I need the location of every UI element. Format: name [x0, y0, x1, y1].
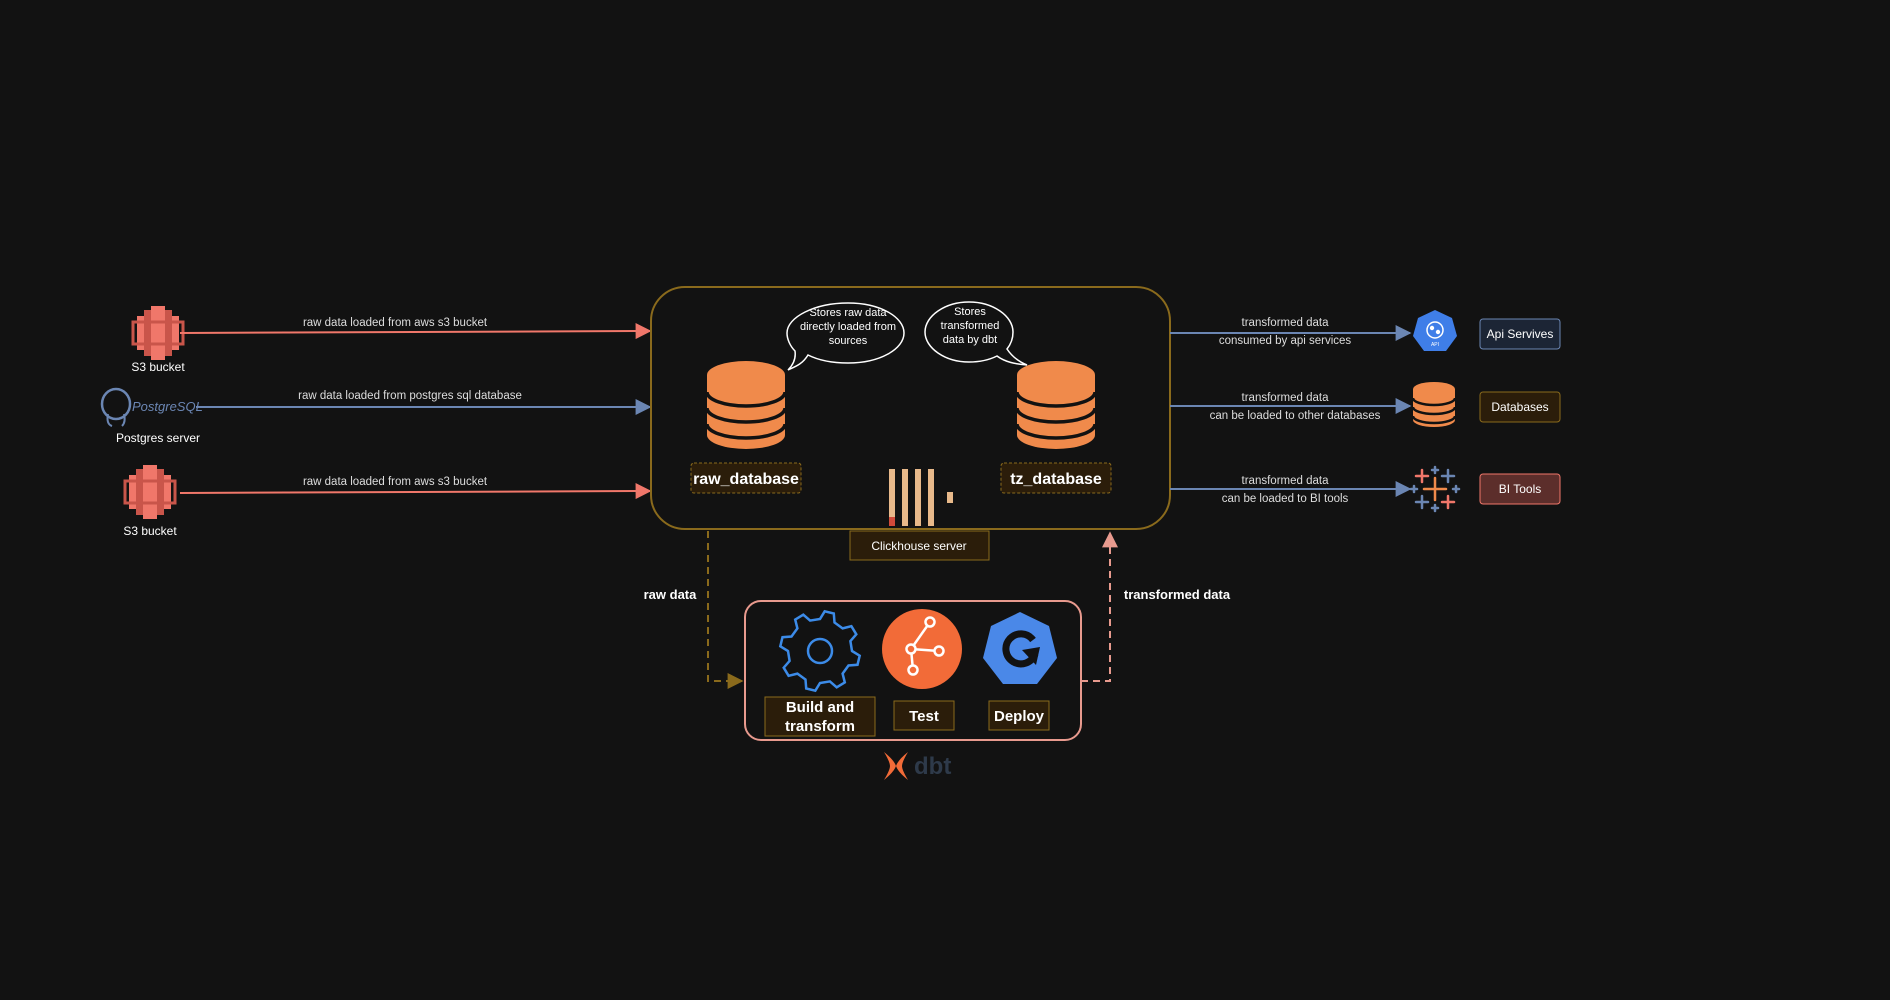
- api-services-box: [1479, 318, 1561, 350]
- clickhouse-logo-icon: [889, 469, 953, 526]
- build-transform-label-line1: Build and: [786, 699, 854, 716]
- postgres-logo-text: PostgreSQL: [132, 399, 203, 414]
- edge-raw-data-label: raw data: [644, 587, 698, 602]
- raw-database-label: raw_database: [693, 471, 799, 488]
- edge-bi-label-line2: can be loaded to BI tools: [1222, 493, 1349, 505]
- edge-postgres-label: raw data loaded from postgres sql databa…: [298, 390, 522, 402]
- raw-database-note-line1: Stores raw data: [809, 307, 887, 319]
- tz-database-note-line3: data by dbt: [943, 334, 997, 346]
- edge-api-label-line1: transformed data: [1242, 317, 1330, 329]
- test-box: [893, 700, 955, 731]
- api-icon-text: API: [1431, 342, 1439, 348]
- edge-s3-bottom-label: raw data loaded from aws s3 bucket: [303, 476, 488, 488]
- tableau-icon: [1409, 465, 1461, 513]
- dbt-logo-text: dbt: [914, 753, 951, 780]
- clickhouse-server-label: Clickhouse server: [871, 539, 966, 553]
- tz-database-note-line2: transformed: [941, 320, 1000, 332]
- raw-database-icon: [705, 361, 787, 449]
- postgres-elephant-icon: [100, 387, 132, 427]
- edge-transformed-data-label: transformed data: [1124, 587, 1231, 602]
- s3-bucket-top-icon: [131, 306, 185, 360]
- tz-database-label-box: [1000, 462, 1112, 494]
- build-gear-icon: [778, 609, 862, 693]
- deploy-label: Deploy: [994, 708, 1045, 725]
- deploy-box: [988, 700, 1050, 731]
- edge-raw-data-to-dbt: [707, 531, 744, 689]
- raw-database-label-box: [690, 462, 802, 494]
- raw-database-note-line2: directly loaded from: [800, 321, 896, 333]
- build-transform-box: [764, 696, 876, 737]
- raw-database-note-line3: sources: [829, 335, 868, 347]
- databases-label: Databases: [1491, 400, 1548, 414]
- edge-s3-bottom-to-clickhouse: [179, 483, 652, 500]
- edge-transformed-data-to-clickhouse: [1081, 531, 1118, 682]
- clickhouse-container: [650, 286, 1171, 530]
- databases-icon: [1411, 382, 1457, 427]
- clickhouse-server-label-box: [849, 530, 990, 561]
- edge-bi-label-line1: transformed data: [1242, 475, 1330, 487]
- tz-database-note-bubble: [924, 301, 1028, 366]
- s3-bucket-bottom-label: S3 bucket: [123, 524, 177, 538]
- s3-bucket-bottom-icon: [123, 465, 177, 519]
- postgres-server-label: Postgres server: [116, 431, 200, 445]
- edge-api-label-line2: consumed by api services: [1219, 335, 1352, 347]
- dbt-logo-icon: [884, 752, 908, 780]
- api-services-label: Api Servives: [1487, 327, 1554, 341]
- edge-s3-top-label: raw data loaded from aws s3 bucket: [303, 317, 488, 329]
- bi-tools-box: [1479, 473, 1561, 505]
- api-kubernetes-icon: [1413, 310, 1457, 351]
- edge-databases-label-line1: transformed data: [1242, 392, 1330, 404]
- databases-box: [1479, 391, 1561, 423]
- dbt-container: [744, 600, 1082, 741]
- build-transform-label-line2: transform: [785, 718, 855, 735]
- tz-database-note-line1: Stores: [954, 306, 986, 318]
- s3-bucket-top-label: S3 bucket: [131, 360, 185, 374]
- tz-database-icon: [1015, 361, 1097, 449]
- test-graph-icon: [882, 609, 962, 689]
- edge-s3-top-to-clickhouse: [179, 323, 652, 340]
- test-label: Test: [909, 708, 939, 725]
- edge-databases-label-line2: can be loaded to other databases: [1210, 410, 1381, 422]
- raw-database-note-bubble: [786, 302, 905, 371]
- bi-tools-label: BI Tools: [1499, 482, 1541, 496]
- deploy-icon: [983, 612, 1057, 684]
- tz-database-label: tz_database: [1010, 471, 1102, 488]
